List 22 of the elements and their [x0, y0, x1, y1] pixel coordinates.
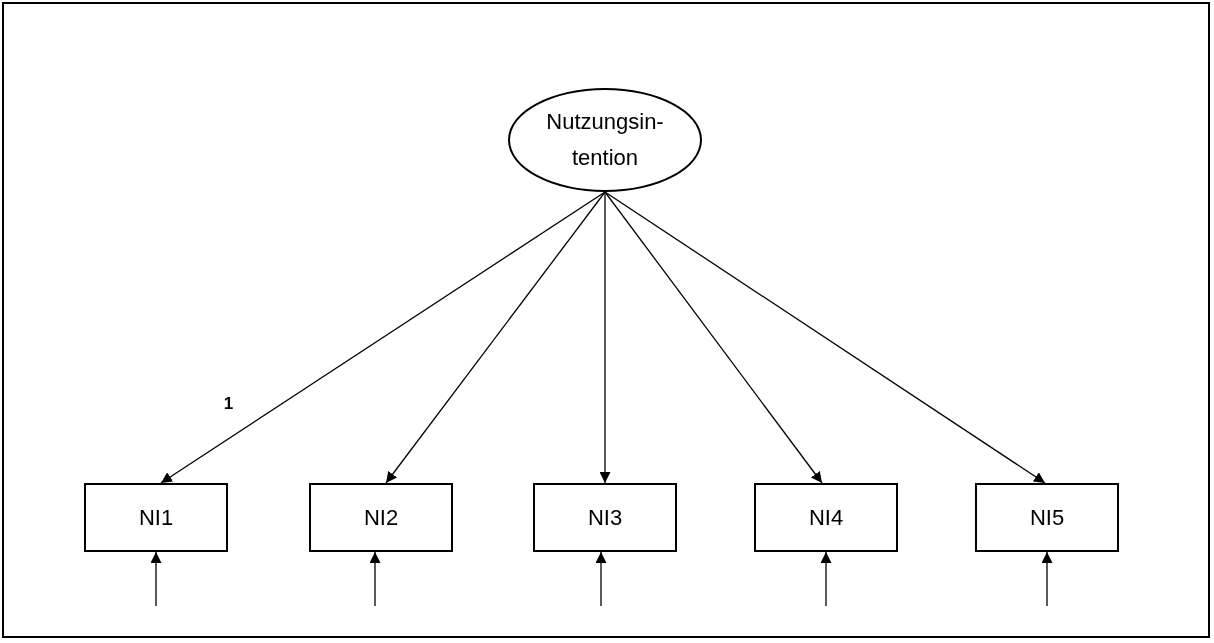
indicator-box	[84, 483, 228, 552]
arrow	[595, 551, 607, 607]
indicator-box	[754, 483, 898, 552]
arrow	[385, 191, 606, 484]
node-label: NI4	[808, 504, 844, 532]
node-label: NI2	[363, 504, 399, 532]
arrow	[599, 191, 611, 484]
arrow	[369, 551, 381, 607]
indicator-box	[533, 483, 677, 552]
node-label: NI1	[138, 504, 174, 532]
node-label: NI5	[1029, 504, 1065, 532]
node-label: NI3	[587, 504, 623, 532]
arrow	[160, 191, 606, 484]
arrow	[820, 551, 832, 607]
arrow	[604, 191, 1046, 484]
node-label: Nutzungsin- tention	[545, 108, 665, 172]
arrow	[150, 551, 162, 607]
indicator-box	[309, 483, 453, 552]
indicator-box	[975, 483, 1119, 552]
edge-label: 1	[221, 394, 236, 412]
arrow	[1041, 551, 1053, 607]
arrow	[604, 191, 823, 484]
